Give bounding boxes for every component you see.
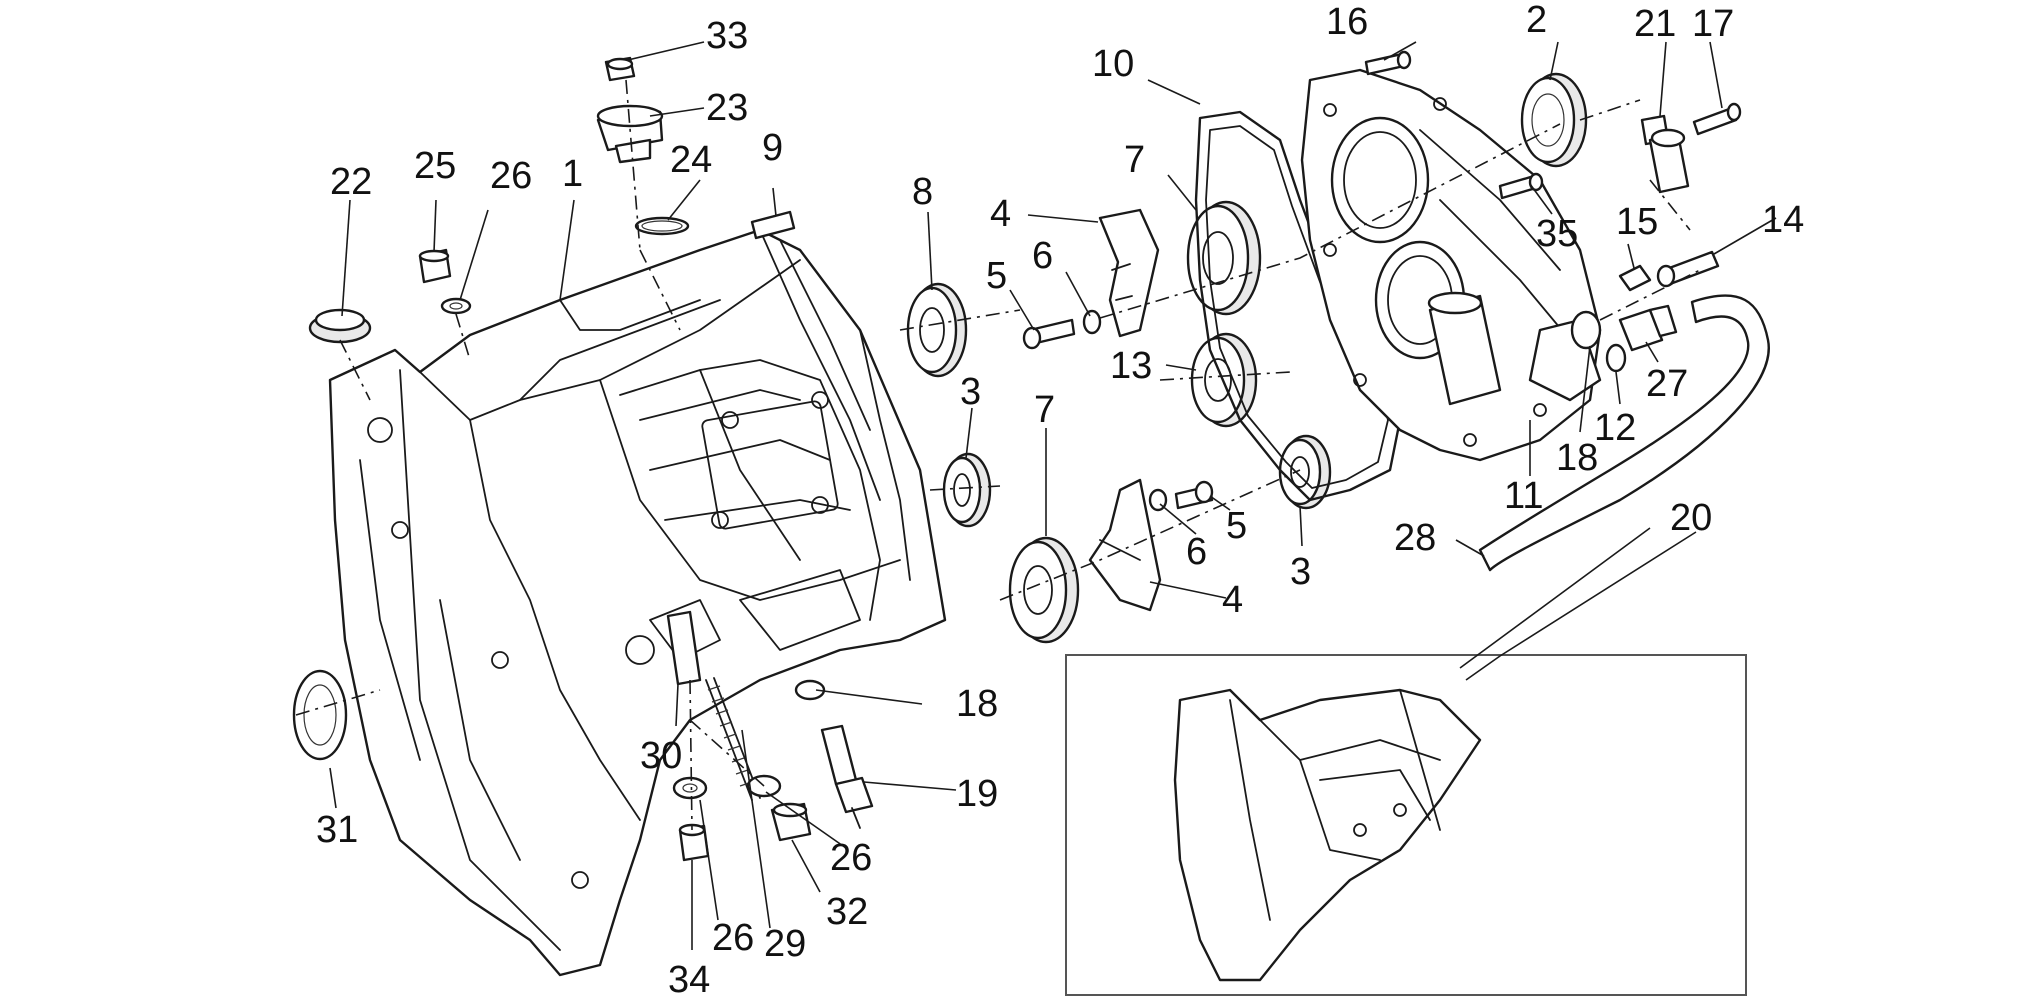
bolt-5-upper (1022, 318, 1076, 350)
gearbox-housing (328, 228, 947, 977)
callout-7-lower: 7 (1034, 389, 1055, 431)
callout-26-mid: 26 (830, 837, 872, 879)
washer-18-left (794, 679, 826, 701)
bolt-35 (1498, 172, 1544, 200)
callout-9: 9 (762, 127, 783, 169)
callout-16: 16 (1326, 1, 1368, 43)
callout-11: 11 (1504, 475, 1543, 517)
callout-34: 34 (668, 959, 710, 1000)
o-ring-24 (634, 216, 690, 236)
callout-31: 31 (316, 809, 358, 851)
callout-30: 30 (640, 735, 682, 777)
callout-18-left: 18 (956, 683, 998, 725)
callout-5-upper: 5 (986, 255, 1007, 297)
callout-25: 25 (414, 145, 456, 187)
inset-assembly-20 (1065, 654, 1747, 996)
callout-20: 20 (1670, 497, 1712, 539)
callout-17: 17 (1692, 3, 1734, 45)
washer-26-top (440, 297, 472, 315)
callout-15: 15 (1616, 201, 1658, 243)
bolt-14 (1656, 250, 1720, 288)
callout-21: 21 (1634, 3, 1676, 45)
sleeve-30 (666, 610, 702, 686)
callout-1: 1 (562, 153, 583, 195)
seal-22 (308, 308, 372, 344)
bearing-7-upper (1186, 200, 1262, 316)
callout-26-low: 26 (712, 917, 754, 959)
plug-32 (770, 802, 812, 842)
bracket-4-lower (1088, 478, 1162, 612)
callout-14: 14 (1762, 199, 1804, 241)
callout-24: 24 (670, 139, 712, 181)
callout-10: 10 (1092, 43, 1134, 85)
rear-cover-11 (1300, 68, 1602, 462)
seal-2 (1520, 72, 1588, 168)
bolt-16 (1364, 50, 1412, 76)
callout-32: 32 (826, 891, 868, 933)
bearing-3-left (942, 452, 992, 528)
callout-5-lower: 5 (1226, 505, 1247, 547)
bracket-4-upper (1098, 208, 1160, 338)
bearing-8 (906, 282, 968, 378)
callout-26-top: 26 (490, 155, 532, 197)
callout-22: 22 (330, 161, 372, 203)
callout-27: 27 (1646, 363, 1688, 405)
washer-6-upper (1082, 309, 1102, 335)
callout-13: 13 (1110, 345, 1152, 387)
gasket-10 (1194, 110, 1402, 502)
callout-12: 12 (1594, 407, 1636, 449)
bolt-17 (1692, 102, 1742, 136)
callout-7-upper: 7 (1124, 139, 1145, 181)
assembly-axes (295, 79, 1701, 831)
breather-cap-33 (604, 56, 636, 82)
leader-lines (329, 41, 1777, 950)
callout-33: 33 (706, 15, 748, 57)
filler-plug-23 (596, 104, 664, 164)
callout-2: 2 (1526, 0, 1547, 41)
fitting-27 (1618, 304, 1678, 352)
callout-29: 29 (764, 923, 806, 965)
callout-4-lower: 4 (1222, 579, 1243, 621)
callout-labels: 33 23 24 9 22 25 26 1 8 4 5 6 7 10 13 16… (316, 0, 1804, 1000)
bearing-7-lower (1008, 536, 1080, 644)
callout-4-upper: 4 (990, 193, 1011, 235)
callout-8: 8 (912, 171, 933, 213)
clamp-21 (1640, 114, 1690, 194)
callout-23: 23 (706, 87, 748, 129)
washer-18-right (1570, 310, 1602, 350)
sensor-19 (820, 724, 874, 829)
washer-15 (1618, 264, 1652, 292)
callout-35: 35 (1536, 213, 1578, 255)
callout-3-left: 3 (960, 371, 981, 413)
hose-28 (1478, 294, 1770, 572)
plug-25 (418, 248, 452, 284)
plug-34 (678, 823, 710, 862)
callout-18-right: 18 (1556, 437, 1598, 479)
callout-19: 19 (956, 773, 998, 815)
callout-28: 28 (1394, 517, 1436, 559)
seal-31 (292, 669, 348, 761)
dowel-pin-9 (750, 210, 796, 240)
callout-3-right: 3 (1290, 551, 1311, 593)
o-ring-12 (1605, 343, 1627, 373)
callout-6-lower: 6 (1186, 531, 1207, 573)
bolt-5-lower (1174, 480, 1214, 510)
callout-6-upper: 6 (1032, 235, 1053, 277)
washer-26-mid (672, 776, 708, 800)
